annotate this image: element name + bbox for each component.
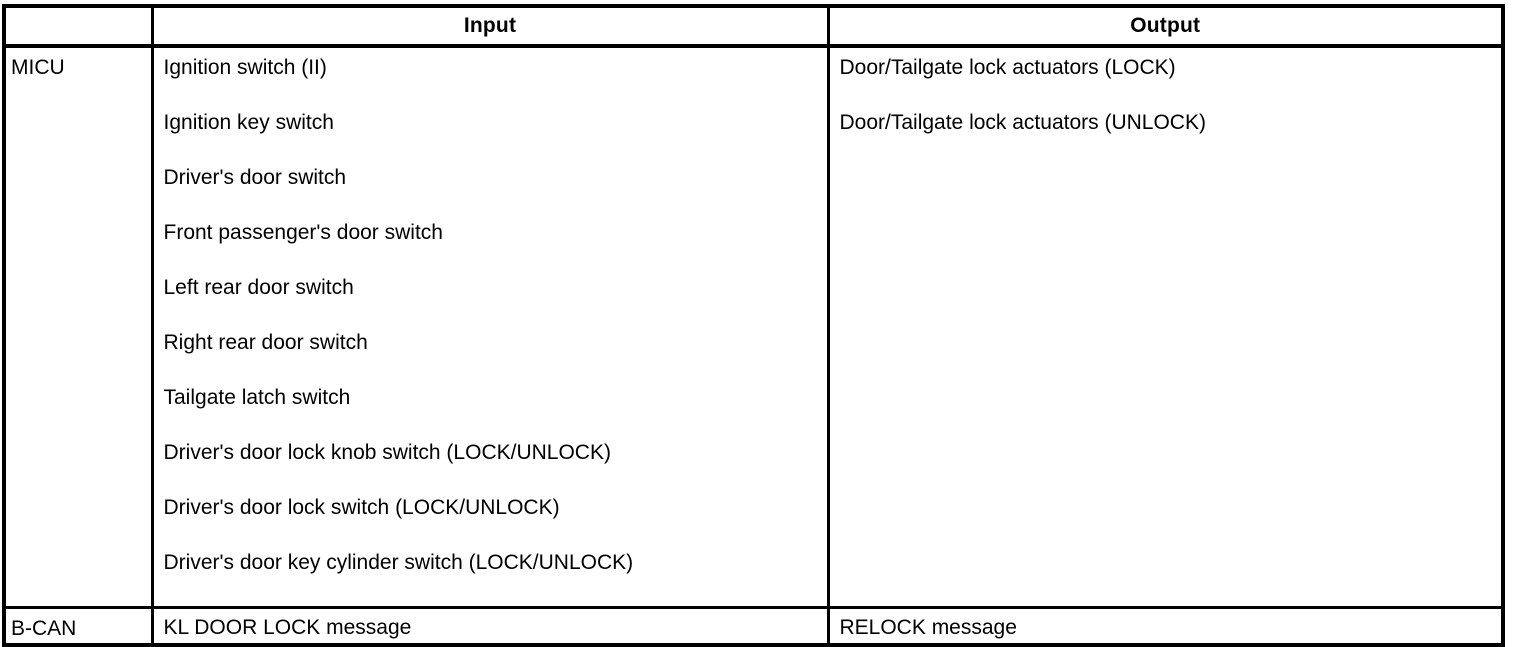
system-label-bcan: B-CAN bbox=[11, 617, 77, 640]
input-cell-bcan: KL DOOR LOCK message bbox=[150, 607, 828, 645]
table-row-bcan: B-CAN KL DOOR LOCK message RELOCK messag… bbox=[4, 607, 1503, 645]
output-entry-bcan: RELOCK message bbox=[839, 616, 1017, 639]
output-cell-bcan: RELOCK message bbox=[826, 607, 1503, 645]
system-cell-micu: MICU bbox=[4, 46, 152, 609]
table-header-row: Input Output bbox=[4, 6, 1503, 48]
header-cell-system bbox=[4, 6, 152, 48]
list-item: Front passenger's door switch bbox=[163, 221, 443, 244]
table-body: MICU Ignition switch (II) Ignition key s… bbox=[4, 46, 1503, 645]
list-item: Tailgate latch switch bbox=[163, 386, 351, 409]
header-label-output: Output bbox=[1130, 14, 1201, 37]
input-entry-bcan: KL DOOR LOCK message bbox=[163, 616, 412, 639]
system-cell-bcan: B-CAN bbox=[4, 607, 152, 645]
system-label-micu: MICU bbox=[11, 56, 65, 79]
table-header: Input Output bbox=[4, 6, 1503, 48]
output-cell-micu: Door/Tailgate lock actuators (LOCK) Door… bbox=[826, 46, 1503, 609]
input-output-table: Input Output MICU Ignition switch (II) I… bbox=[2, 4, 1505, 647]
list-item: Right rear door switch bbox=[163, 331, 368, 354]
list-item: Door/Tailgate lock actuators (LOCK) bbox=[839, 56, 1176, 79]
list-item: Driver's door key cylinder switch (LOCK/… bbox=[163, 551, 634, 574]
output-list-micu: Door/Tailgate lock actuators (LOCK) Door… bbox=[831, 49, 1501, 165]
header-label-input: Input bbox=[463, 14, 517, 37]
header-cell-input: Input bbox=[150, 6, 828, 48]
page-canvas: Input Output MICU Ignition switch (II) I… bbox=[2, 4, 1505, 647]
input-cell-micu: Ignition switch (II) Ignition key switch… bbox=[150, 46, 828, 609]
list-item: Driver's door lock knob switch (LOCK/UNL… bbox=[163, 441, 611, 464]
table-row-micu: MICU Ignition switch (II) Ignition key s… bbox=[4, 46, 1503, 609]
list-item: Left rear door switch bbox=[163, 276, 354, 299]
list-item: Driver's door lock switch (LOCK/UNLOCK) bbox=[163, 496, 560, 519]
input-list-micu: Ignition switch (II) Ignition key switch… bbox=[155, 49, 826, 605]
list-item: Ignition switch (II) bbox=[163, 56, 327, 79]
list-item: Driver's door switch bbox=[163, 166, 347, 189]
list-item: Ignition key switch bbox=[163, 111, 334, 134]
header-cell-output: Output bbox=[826, 6, 1503, 48]
list-item: Door/Tailgate lock actuators (UNLOCK) bbox=[839, 111, 1206, 134]
